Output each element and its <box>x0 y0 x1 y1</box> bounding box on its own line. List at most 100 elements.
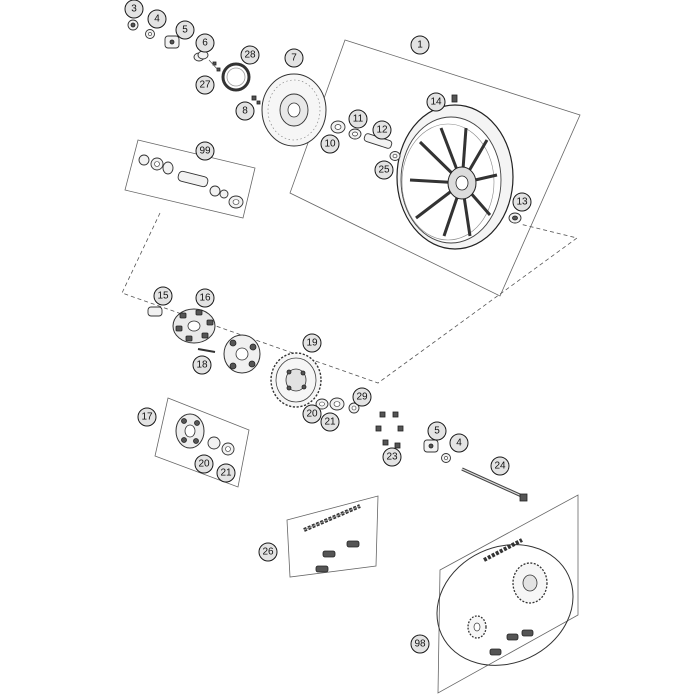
part-valve-14 <box>451 94 458 103</box>
svg-text:5: 5 <box>182 25 188 36</box>
svg-text:5: 5 <box>434 426 440 437</box>
svg-text:24: 24 <box>494 461 506 472</box>
part-sprocket-carrier <box>223 334 261 374</box>
part-bearing-kit-99 <box>138 154 244 209</box>
part-rear-wheel-1 <box>396 104 514 250</box>
callout-29: 29 <box>352 387 372 407</box>
callout-13: 13 <box>512 192 532 212</box>
svg-text:17: 17 <box>141 412 153 423</box>
callout-3: 3 <box>124 0 144 19</box>
svg-text:29: 29 <box>356 392 368 403</box>
callout-20: 20 <box>302 404 322 424</box>
part-seal-20 <box>315 398 329 410</box>
part-ring-28 <box>221 62 251 92</box>
callout-5: 5 <box>175 20 195 40</box>
svg-text:7: 7 <box>291 53 297 64</box>
part-screw-18 <box>197 348 216 353</box>
callout-19: 19 <box>302 333 322 353</box>
svg-text:18: 18 <box>196 360 208 371</box>
callout-16: 16 <box>195 288 215 308</box>
part-spacer-29 <box>348 402 360 414</box>
svg-text:27: 27 <box>199 80 211 91</box>
svg-text:1: 1 <box>417 40 423 51</box>
callout-8: 8 <box>235 101 255 121</box>
svg-text:26: 26 <box>262 547 274 558</box>
callout-98: 98 <box>410 634 430 654</box>
callout-25: 25 <box>374 160 394 180</box>
svg-text:19: 19 <box>306 338 318 349</box>
svg-text:28: 28 <box>244 50 256 61</box>
callout-24: 24 <box>490 456 510 476</box>
part-bush-6 <box>193 50 209 62</box>
callout-27: 27 <box>195 75 215 95</box>
assembly-guide-line <box>121 212 578 384</box>
part-nut-3 <box>127 19 139 31</box>
callout-5-right: 5 <box>427 421 447 441</box>
svg-text:3: 3 <box>131 4 137 15</box>
svg-text:8: 8 <box>242 106 248 117</box>
part-washer-4b <box>441 453 451 463</box>
callout-21: 21 <box>320 412 340 432</box>
callout-20-hub: 20 <box>194 454 214 474</box>
callout-12: 12 <box>372 120 392 140</box>
svg-text:98: 98 <box>414 639 426 650</box>
part-rear-sprocket-19 <box>270 352 322 408</box>
part-spacer-13 <box>508 212 522 224</box>
part-nuts-23 <box>375 411 404 449</box>
svg-text:21: 21 <box>324 417 336 428</box>
part-washer-4 <box>145 29 155 39</box>
part-spacer-5b <box>423 439 439 453</box>
svg-text:15: 15 <box>157 291 169 302</box>
callout-7: 7 <box>284 48 304 68</box>
part-chain-kit-98 <box>436 538 574 666</box>
svg-text:14: 14 <box>430 97 442 108</box>
chain-kit-panel <box>437 494 579 694</box>
callout-11: 11 <box>348 109 368 129</box>
svg-text:6: 6 <box>202 38 208 49</box>
part-bearing-25 <box>389 151 401 161</box>
part-bearing-10 <box>330 120 346 134</box>
svg-text:21: 21 <box>220 468 232 479</box>
callout-14: 14 <box>426 92 446 112</box>
part-chain-26 <box>303 504 361 573</box>
callout-4-right: 4 <box>449 433 469 453</box>
callout-28: 28 <box>240 45 260 65</box>
svg-text:99: 99 <box>199 146 211 157</box>
callout-1: 1 <box>410 35 430 55</box>
callout-15: 15 <box>153 286 173 306</box>
svg-text:13: 13 <box>516 197 528 208</box>
part-hub-17 <box>175 413 235 456</box>
callout-17: 17 <box>137 407 157 427</box>
svg-text:20: 20 <box>306 409 318 420</box>
svg-text:10: 10 <box>324 139 336 150</box>
svg-text:23: 23 <box>386 452 398 463</box>
callout-4: 4 <box>147 9 167 29</box>
part-screw-8 <box>251 95 261 105</box>
svg-text:4: 4 <box>456 438 462 449</box>
callout-10: 10 <box>320 134 340 154</box>
part-axle-24 <box>461 467 528 502</box>
part-seal-11 <box>348 128 362 140</box>
svg-text:20: 20 <box>198 459 210 470</box>
part-bearing-21 <box>329 397 345 411</box>
svg-text:4: 4 <box>154 14 160 25</box>
chain-panel <box>286 495 379 578</box>
callout-23: 23 <box>382 447 402 467</box>
part-damper-16 <box>172 308 216 344</box>
callout-6: 6 <box>195 33 215 53</box>
callout-26: 26 <box>258 542 278 562</box>
part-brake-disc-7 <box>261 73 327 147</box>
part-spacer-5 <box>164 35 180 49</box>
svg-text:11: 11 <box>353 114 364 125</box>
svg-text:12: 12 <box>376 125 388 136</box>
part-sleeve-15 <box>147 306 163 317</box>
callout-21-hub: 21 <box>216 463 236 483</box>
part-screw-27 <box>212 61 221 72</box>
svg-text:25: 25 <box>378 165 390 176</box>
callout-18: 18 <box>192 355 212 375</box>
svg-text:16: 16 <box>199 293 211 304</box>
leader-27 <box>208 59 219 71</box>
callout-99: 99 <box>195 141 215 161</box>
